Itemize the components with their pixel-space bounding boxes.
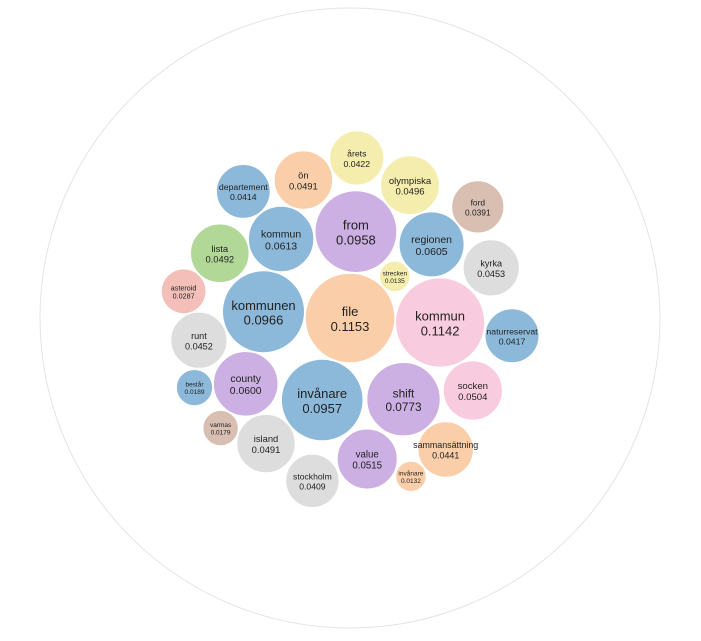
bubble: ön0.0491 [273,150,334,210]
bubble-circle [380,155,440,216]
bubble-circle [379,260,411,293]
bubble-circle [336,428,398,490]
bubble-circle [395,277,486,368]
bubble-circle [285,453,340,508]
bubble-circle [329,130,385,186]
bubble-circle [280,358,364,442]
bubble-circle [247,205,315,273]
bubble-circle [366,362,441,437]
bubble-circle [462,239,520,297]
bubble-circle [175,369,214,407]
bubble-circle [170,311,228,369]
bubble-circle [398,211,465,278]
bubble-circle [314,190,398,274]
bubble-circle [202,409,239,447]
bubble-circle [236,413,296,474]
bubble-circle [417,421,474,478]
bubble-circle [484,308,540,364]
bubble-circle [273,150,334,210]
bubble-circle [304,272,396,364]
bubble-circle [190,223,250,284]
bubble-circle [212,351,279,417]
bubble-circle [395,460,427,493]
bubble-circle [215,164,271,219]
bubble-circle [442,360,503,421]
enclosing-circle [39,7,661,629]
bubble-circle [451,180,505,234]
bubble-circle [222,270,305,354]
bubble-circle [160,268,207,315]
